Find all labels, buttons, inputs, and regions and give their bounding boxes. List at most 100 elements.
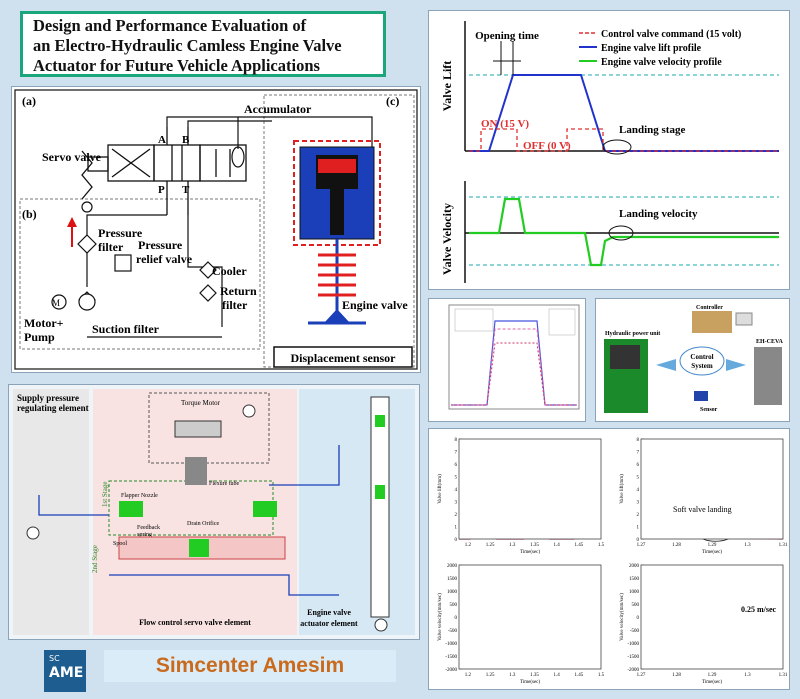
sensor-model-icon	[374, 618, 388, 632]
displacement-sensor-label: Displacement sensor	[291, 351, 397, 365]
ytick-label-1-1: 1	[637, 526, 640, 531]
velocity-profile	[469, 197, 779, 267]
port-t: T	[182, 184, 190, 196]
xtick-label-2-4: 1.4	[554, 673, 561, 678]
flapper-nozzle-label: Flapper Nozzle	[121, 493, 158, 499]
pressure-filter-icon	[77, 234, 97, 254]
ylabel-2: Valve velocity(mm/sec)	[438, 593, 443, 641]
xtick-label-0-5: 1.45	[574, 543, 583, 548]
ytick-label-3-1: -1500	[627, 655, 639, 660]
xtick-label-0-3: 1.35	[530, 543, 539, 548]
legend-lift: Engine valve lift profile	[601, 43, 702, 54]
supply-label-1: Supply pressure	[17, 393, 79, 403]
velocity-axis-label: Valve Velocity	[440, 203, 454, 275]
ytick-label-0-6: 6	[455, 463, 458, 468]
ytick-label-2-0: -2000	[445, 668, 457, 673]
cooler-icon	[199, 261, 217, 279]
xtick-label-2-2: 1.3	[509, 673, 516, 678]
pump-model-icon	[26, 526, 40, 540]
xtick-label-1-3: 1.3	[744, 543, 751, 548]
xtick-label-3-0: 1.27	[637, 673, 646, 678]
port-a: A	[158, 134, 166, 146]
xtick-label-1-0: 1.27	[637, 543, 646, 548]
logo-ame: AME	[49, 665, 84, 681]
supply-label-2: regulating element	[17, 403, 89, 413]
paper-title: Design and Performance Evaluation of an …	[33, 16, 342, 75]
port-b: B	[182, 134, 190, 146]
ylabel-3: Valve velocity(mm/sec)	[620, 593, 625, 641]
engine-valve-element-label-1: Engine valve	[307, 608, 351, 617]
experimental-lift-thumbnail	[428, 298, 586, 422]
ytick-label-2-2: -1000	[445, 642, 457, 647]
xtick-label-3-3: 1.3	[744, 673, 751, 678]
hpu-label: Hydraulic power unit	[605, 331, 660, 337]
engine-valve-label: Engine valve	[342, 298, 408, 312]
flow-control-label: Flow control servo valve element	[139, 618, 251, 627]
servo-valve-label: Servo valve	[42, 150, 102, 164]
xtick-label-0-4: 1.4	[554, 543, 561, 548]
ytick-label-0-0: 0	[455, 538, 458, 543]
plot-frame-1	[640, 438, 784, 540]
timing-diagram: Valve Lift Valve Velocity Opening time O…	[440, 21, 779, 283]
xtick-label-1-2: 1.29	[708, 543, 717, 548]
ytick-label-3-7: 1500	[629, 577, 640, 582]
ytick-label-1-8: 8	[637, 438, 640, 443]
ytick-label-2-3: -500	[448, 629, 458, 634]
control-system-node	[679, 346, 725, 376]
drain-orifice-label: Drain Orifice	[187, 520, 219, 527]
amesim-logo: SC AME	[44, 650, 86, 692]
ytick-label-1-4: 4	[637, 488, 640, 493]
xtick-label-2-1: 1.25	[486, 673, 495, 678]
soft-landing-label: Soft valve landing	[673, 505, 732, 514]
motor-pump-label-2: Pump	[24, 330, 55, 344]
setup-diagram: Hydraulic power unit Controller Control …	[604, 305, 784, 413]
pressure-gauge-icon	[81, 201, 93, 213]
ytick-label-3-2: -1000	[627, 642, 639, 647]
current-source-icon	[242, 404, 256, 418]
cooler-label: Cooler	[212, 264, 247, 278]
label-c: (c)	[386, 94, 399, 108]
sensor-label: Sensor	[700, 407, 718, 413]
motor-icon	[51, 294, 67, 310]
ylabel-0: Valve lift(mm)	[438, 474, 443, 504]
relief-valve-label-1: Pressure	[138, 238, 183, 252]
accumulator-icon	[231, 146, 245, 168]
relief-valve-icon	[114, 254, 132, 272]
xtick-label-2-5: 1.45	[574, 673, 583, 678]
stage-2-label: 2nd Stage	[91, 545, 99, 573]
plot-frame-0	[458, 438, 602, 540]
ytick-label-0-2: 2	[455, 513, 458, 518]
ytick-label-2-1: -1500	[445, 655, 457, 660]
ytick-label-2-6: 1000	[447, 590, 458, 595]
hydraulic-schematic: (a) (b) (c) Accumulator Servo valve A B …	[14, 89, 418, 370]
experimental-setup-panel: Hydraulic power unit Controller Control …	[595, 298, 790, 422]
torque-motor-label: Torque Motor	[181, 399, 221, 407]
speed-note-label: 0.25 m/sec	[741, 605, 777, 614]
landing-stage-label: Landing stage	[619, 124, 685, 136]
ytick-label-1-7: 7	[637, 451, 640, 456]
ytick-label-3-5: 500	[632, 603, 640, 608]
xtick-label-2-0: 1.2	[465, 673, 472, 678]
ytick-label-0-8: 8	[455, 438, 458, 443]
xtick-label-1-1: 1.28	[672, 543, 681, 548]
sensor-unit	[694, 391, 708, 401]
off-label: OFF (0 V)	[523, 140, 571, 152]
flow-arrow-icon	[67, 217, 77, 227]
xtick-label-3-4: 1.31	[779, 673, 788, 678]
ytick-label-2-8: 2000	[447, 564, 458, 569]
servo-valve-symbol	[81, 127, 247, 215]
port-p: P	[158, 184, 165, 196]
spool-label: Spool	[113, 541, 127, 547]
plot-frame-2	[458, 564, 602, 670]
controller-label: Controller	[696, 305, 723, 311]
xtick-label-3-1: 1.28	[672, 673, 681, 678]
xtick-label-1-4: 1.31	[779, 543, 788, 548]
xlabel-1: Time(sec)	[702, 550, 722, 555]
stage-1-label: 1st Stage	[101, 482, 109, 507]
ytick-label-2-4: 0	[455, 616, 458, 621]
ytick-label-0-4: 4	[455, 488, 458, 493]
ytick-label-2-5: 500	[450, 603, 458, 608]
on-label: ON (15 V)	[481, 118, 529, 130]
ytick-label-3-0: -2000	[627, 668, 639, 673]
